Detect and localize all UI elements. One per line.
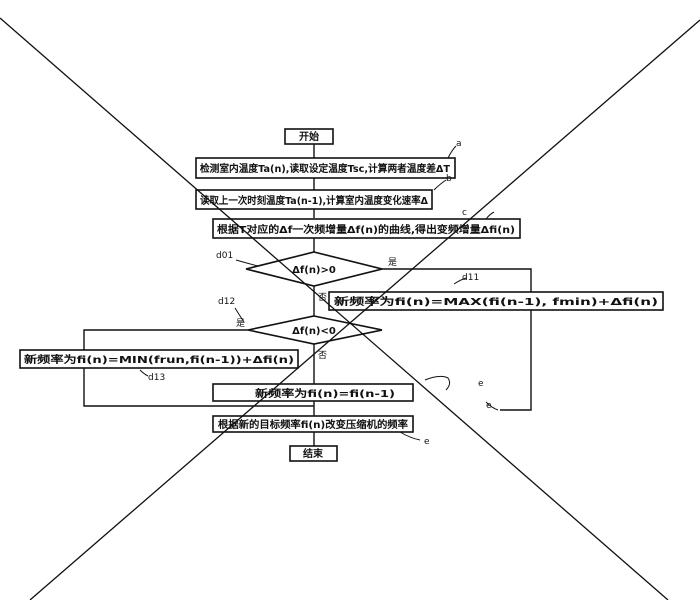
label-d13: d13	[148, 373, 165, 383]
action-d13-text: 新频率为fi(n)=MIN(frun,fi(n-1))+Δfi(n)	[24, 353, 294, 366]
end-node: 结束	[289, 445, 338, 462]
start-node: 开始	[284, 128, 334, 145]
end-label: 结束	[303, 447, 324, 460]
step-a-box: 检测室内温度Ta(n),读取设定温度Tsc,计算两者温度差ΔT	[195, 157, 456, 179]
label-e2: e	[486, 401, 492, 411]
action-run-text: 根据新的目标频率fi(n)改变压缩机的频率	[218, 418, 408, 431]
decision-2-diamond: Δf(n)<0	[247, 315, 383, 345]
step-b-text: 读取上一次时刻温度Ta(n-1),计算室内温度变化速率Δ	[200, 194, 428, 207]
mark-yes-2: 是	[236, 318, 245, 329]
mark-no-1: 否	[318, 292, 327, 303]
step-b-box: 读取上一次时刻温度Ta(n-1),计算室内温度变化速率Δ	[195, 189, 433, 210]
mark-no-2: 否	[318, 350, 327, 361]
cross-overlay	[0, 17, 700, 600]
action-d13-box: 新频率为fi(n)=MIN(frun,fi(n-1))+Δfi(n)	[19, 349, 299, 369]
decision-1-diamond: Δf(n)>0	[245, 251, 383, 287]
label-d12: d12	[218, 297, 235, 307]
label-d01: d01	[216, 251, 233, 261]
decision-2-text: Δf(n)<0	[292, 326, 336, 337]
step-a-text: 检测室内温度Ta(n),读取设定温度Tsc,计算两者温度差ΔT	[200, 162, 450, 175]
action-hold-text: 新频率为fi(n)=fi(n-1)	[255, 387, 395, 400]
action-d11-text: 新频率为fi(n)=MAX(fi(n-1), fmin)+Δfi(n)	[334, 295, 658, 308]
label-b: b	[446, 174, 452, 184]
decision-1-text: Δf(n)>0	[292, 265, 336, 276]
label-e1: e	[478, 379, 484, 389]
action-hold-box: 新频率为fi(n)=fi(n-1)	[212, 383, 414, 402]
reference-labels: a b c d01 d11 d12 d13 e e e	[139, 139, 499, 447]
action-d11-box: 新频率为fi(n)=MAX(fi(n-1), fmin)+Δfi(n)	[328, 291, 664, 311]
branch-marks: 是 否 是 否	[236, 257, 397, 361]
start-label: 开始	[299, 130, 319, 143]
label-d11: d11	[462, 273, 479, 283]
mark-yes-1: 是	[388, 257, 397, 268]
label-e3: e	[424, 437, 430, 447]
step-c-box: 根据T对应的Δf一次频增量Δf(n)的曲线,得出变频增量Δfi(n)	[212, 218, 521, 239]
step-c-text: 根据T对应的Δf一次频增量Δf(n)的曲线,得出变频增量Δfi(n)	[217, 223, 515, 236]
action-run-box: 根据新的目标频率fi(n)改变压缩机的频率	[212, 415, 414, 433]
label-a: a	[456, 139, 462, 149]
label-c: c	[462, 208, 467, 218]
